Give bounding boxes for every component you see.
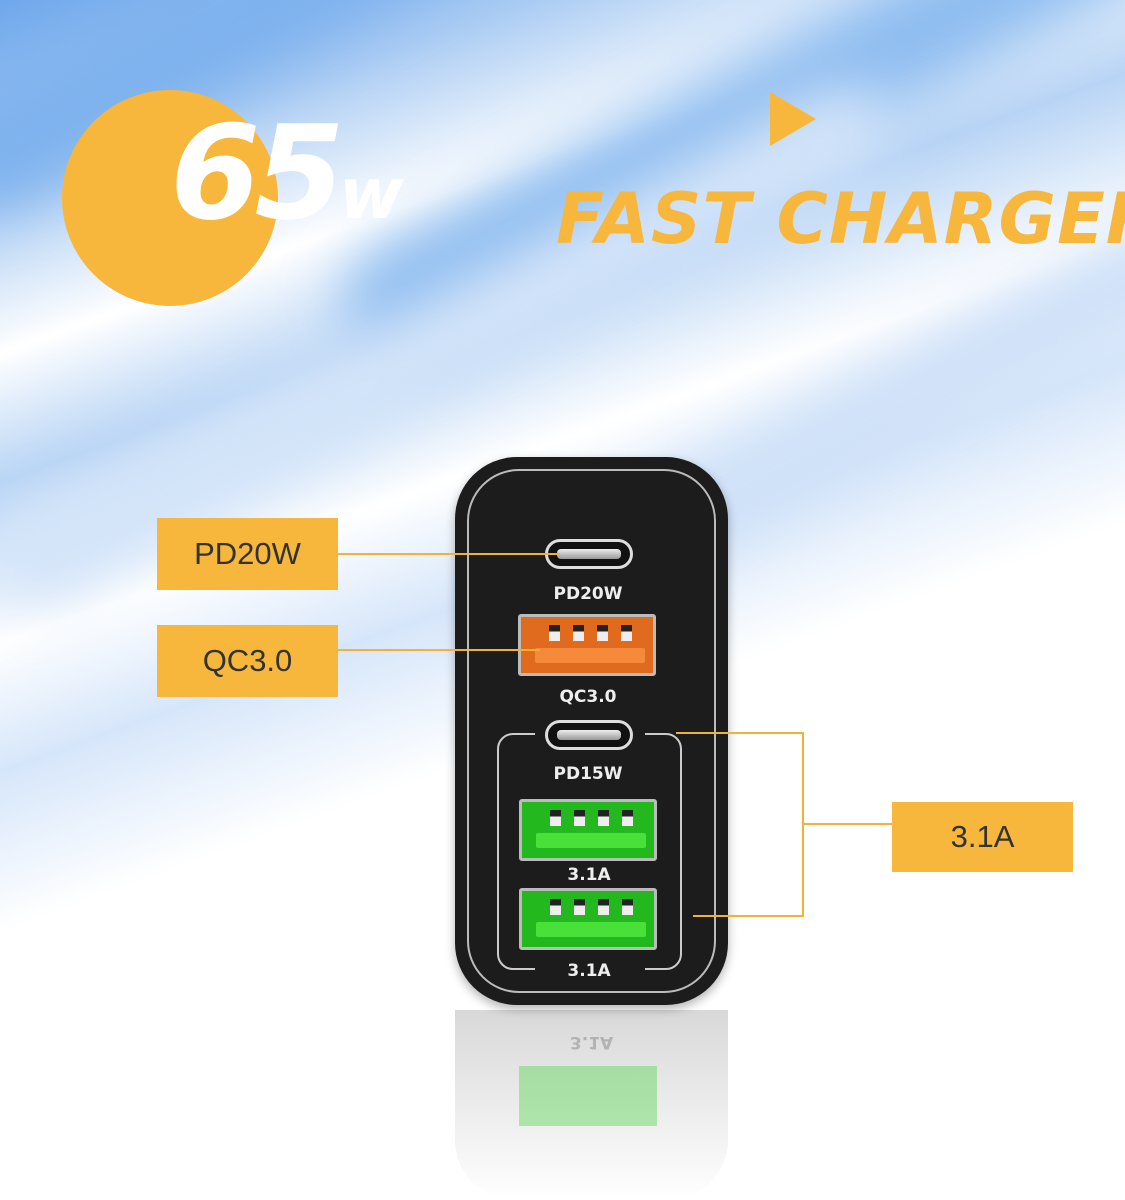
power-rating: 65w	[170, 97, 404, 249]
usb-a-port	[519, 888, 657, 950]
port-label: 3.1A	[567, 961, 611, 981]
leader-line	[338, 649, 540, 651]
leader-line	[676, 732, 804, 734]
port-label: QC3.0	[559, 687, 617, 707]
play-triangle-icon	[770, 92, 816, 146]
port-label: PD15W	[553, 764, 623, 784]
callout-qc30: QC3.0	[157, 625, 338, 697]
port-label: 3.1A	[567, 865, 611, 885]
callout-pd20w: PD20W	[157, 518, 338, 590]
headline-title: FAST CHARGER	[556, 178, 1125, 260]
leader-line	[803, 823, 892, 825]
reflection-label: 3.1A	[569, 1032, 614, 1052]
charger-reflection: 3.1A	[455, 1010, 728, 1200]
reflection-port	[519, 1066, 657, 1126]
usb-a-port	[519, 799, 657, 861]
charger-outline	[467, 469, 716, 993]
port-label: PD20W	[553, 584, 623, 604]
leader-line	[693, 915, 804, 917]
usb-a-port-qc	[518, 614, 656, 676]
leader-line	[338, 553, 560, 555]
callout-3-1a: 3.1A	[892, 802, 1073, 872]
power-badge	[62, 90, 278, 306]
usb-c-port	[545, 720, 633, 750]
